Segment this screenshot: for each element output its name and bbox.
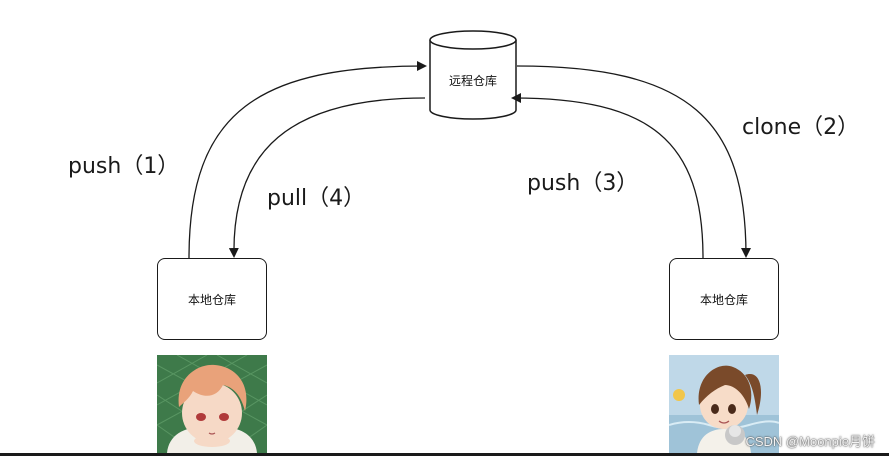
clone-2-arrow [516, 65, 751, 258]
watermark: CSDN @Moonpie月饼 [745, 434, 875, 449]
push-1-label: push（1） [68, 154, 180, 179]
local-repo-right: 本地仓库 [669, 258, 779, 340]
remote-repo-label: 远程仓库 [448, 74, 497, 88]
push-1-arrow [188, 61, 427, 259]
local-repo-left: 本地仓库 [157, 258, 267, 340]
push-3-arrow [511, 93, 704, 259]
avatar-right [669, 355, 779, 453]
local-repo-right-label: 本地仓库 [699, 292, 748, 307]
bottom-border [0, 453, 889, 456]
clone-2-label: clone（2） [742, 115, 860, 140]
remote-repo-cylinder [429, 30, 517, 120]
avatar-left [157, 355, 267, 453]
local-repo-left-label: 本地仓库 [187, 292, 236, 307]
pull-4-arrow [228, 97, 426, 258]
pull-4-label: pull（4） [267, 186, 366, 211]
push-3-label: push（3） [527, 171, 639, 196]
